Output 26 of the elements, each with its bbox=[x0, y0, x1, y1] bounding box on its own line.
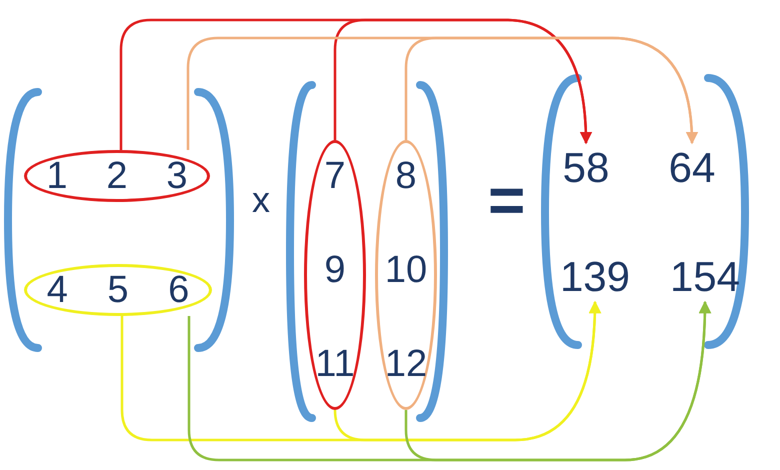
matrix-entry: 5 bbox=[107, 271, 129, 309]
matrix-entry: 2 bbox=[106, 157, 128, 195]
matrix-entry: 3 bbox=[166, 157, 188, 195]
matrix-entry: 12 bbox=[384, 345, 428, 383]
arrow bbox=[404, 36, 698, 144]
matrix-entry: 58 bbox=[556, 145, 616, 191]
matrix-entry: 9 bbox=[324, 251, 346, 289]
matrix-entry: 139 bbox=[552, 254, 638, 300]
matrix-entry: 7 bbox=[324, 157, 346, 195]
matrix-entry: 11 bbox=[315, 345, 355, 383]
row-ellipse bbox=[24, 150, 210, 202]
matrix-entry: 4 bbox=[46, 271, 68, 309]
row-ellipse bbox=[24, 264, 212, 316]
matrix-entry: 10 bbox=[384, 251, 428, 289]
column-ellipse bbox=[375, 140, 437, 410]
column-ellipse bbox=[304, 140, 366, 410]
arrow bbox=[334, 18, 592, 144]
arrow bbox=[334, 300, 601, 442]
matrix-entry: 6 bbox=[168, 271, 190, 309]
matrix-entry: 1 bbox=[46, 157, 68, 195]
matrix-entry: 8 bbox=[395, 157, 417, 195]
arrow bbox=[404, 300, 711, 462]
matrix-entry: 64 bbox=[662, 145, 722, 191]
multiply-sign: x bbox=[252, 182, 270, 218]
equals-sign: = bbox=[488, 168, 526, 232]
matrix-entry: 154 bbox=[662, 254, 748, 300]
